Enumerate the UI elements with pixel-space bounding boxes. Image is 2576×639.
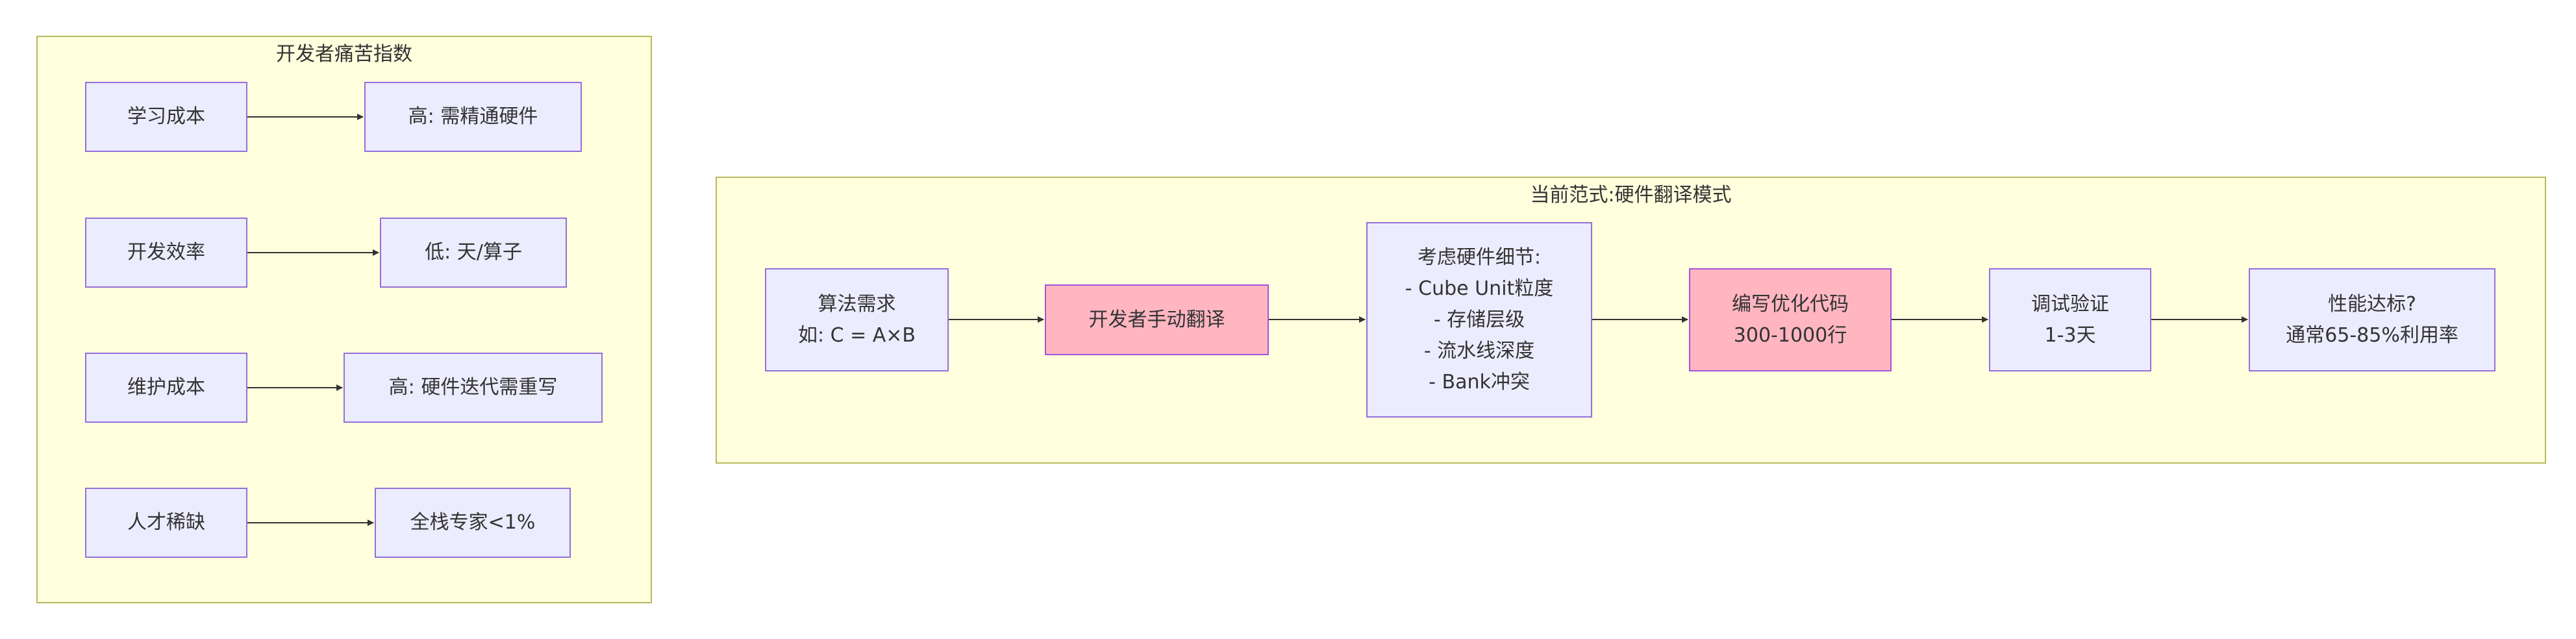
algorithm-requirement-node: 算法需求 如: C = A×B — [765, 268, 949, 371]
paradigm-title: 当前范式:硬件翻译模式 — [1530, 184, 1732, 207]
manual-translation-node: 开发者手动翻译 — [1045, 284, 1269, 355]
maintenance-cost-value: 高: 硬件迭代需重写 — [388, 376, 558, 399]
hardware-details-line-3: - 存储层级 — [1433, 308, 1525, 331]
learning-cost-label: 学习成本 — [127, 105, 205, 128]
learning-cost-node: 学习成本 — [85, 82, 247, 152]
dev-efficiency-value: 低: 天/算子 — [425, 241, 522, 264]
maintenance-cost-value-node: 高: 硬件迭代需重写 — [344, 353, 603, 423]
talent-scarcity-node: 人才稀缺 — [85, 488, 247, 558]
write-code-node: 编写优化代码 300-1000行 — [1689, 268, 1892, 371]
maintenance-cost-label: 维护成本 — [127, 376, 205, 399]
dev-efficiency-value-node: 低: 天/算子 — [380, 218, 567, 288]
dev-efficiency-node: 开发效率 — [85, 218, 247, 288]
debug-verify-line-2: 1-3天 — [2044, 323, 2096, 347]
performance-target-line-1: 性能达标? — [2328, 292, 2416, 316]
debug-verify-node: 调试验证 1-3天 — [1989, 268, 2151, 371]
manual-translation-label: 开发者手动翻译 — [1088, 308, 1225, 331]
algorithm-requirement-line-1: 算法需求 — [818, 292, 896, 316]
debug-verify-line-1: 调试验证 — [2031, 292, 2109, 316]
maintenance-cost-node: 维护成本 — [85, 353, 247, 423]
dev-efficiency-label: 开发效率 — [127, 241, 205, 264]
performance-target-node: 性能达标? 通常65-85%利用率 — [2249, 268, 2495, 371]
write-code-line-1: 编写优化代码 — [1732, 292, 1849, 316]
performance-target-line-2: 通常65-85%利用率 — [2286, 323, 2458, 347]
pain-index-title: 开发者痛苦指数 — [276, 43, 412, 66]
talent-scarcity-value-node: 全栈专家<1% — [375, 488, 571, 558]
write-code-line-2: 300-1000行 — [1733, 323, 1847, 347]
hardware-details-node: 考虑硬件细节: - Cube Unit粒度 - 存储层级 - 流水线深度 - B… — [1366, 222, 1592, 418]
hardware-details-line-4: - 流水线深度 — [1423, 339, 1535, 362]
talent-scarcity-label: 人才稀缺 — [127, 511, 205, 534]
hardware-details-line-5: - Bank冲突 — [1429, 370, 1530, 394]
learning-cost-value-node: 高: 需精通硬件 — [364, 82, 582, 152]
learning-cost-value: 高: 需精通硬件 — [408, 105, 538, 128]
algorithm-requirement-line-2: 如: C = A×B — [797, 323, 916, 347]
hardware-details-line-2: - Cube Unit粒度 — [1405, 277, 1554, 300]
hardware-details-line-1: 考虑硬件细节: — [1417, 245, 1542, 269]
talent-scarcity-value: 全栈专家<1% — [410, 511, 536, 534]
